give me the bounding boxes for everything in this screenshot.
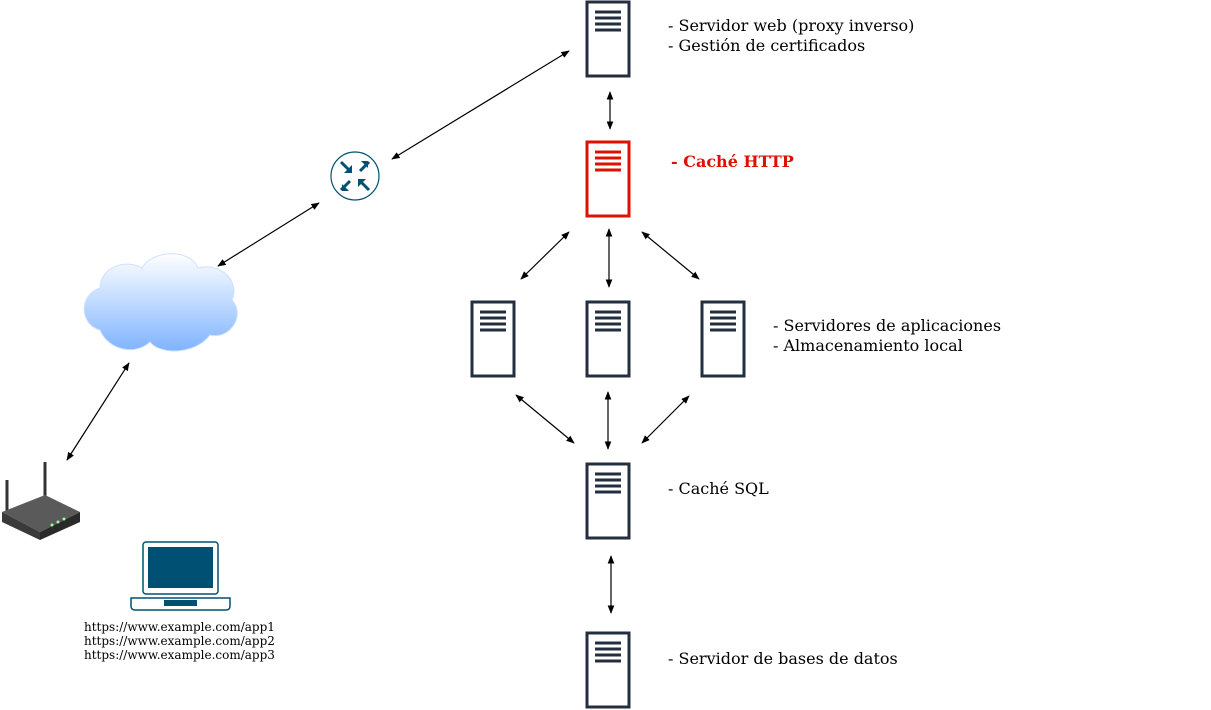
url-app3: https://www.example.com/app3 — [84, 648, 275, 662]
arrow-cache-app-right — [641, 231, 700, 280]
server-icon — [585, 300, 631, 378]
url-app1: https://www.example.com/app1 — [84, 620, 275, 634]
cloud-icon — [83, 253, 238, 352]
server-app-right — [700, 300, 746, 378]
arrow-cache-app-left — [520, 231, 570, 280]
connections — [66, 50, 700, 614]
wifi-router-icon — [2, 462, 80, 540]
arrow-cloud-wifi — [66, 362, 130, 461]
label-web-server-line1: - Servidor web (proxy inverso) — [668, 16, 915, 35]
server-icon — [585, 462, 631, 540]
arrow-router-cloud — [217, 202, 320, 267]
arrow-app-left-sqlcache — [515, 394, 575, 444]
server-web — [585, 0, 631, 78]
label-app-servers-line1: - Servidores de aplicaciones — [773, 316, 1002, 335]
server-icon — [700, 300, 746, 378]
server-database — [585, 631, 631, 709]
label-http-cache: - Caché HTTP — [671, 152, 794, 171]
url-app2: https://www.example.com/app2 — [84, 634, 275, 648]
server-icon — [585, 0, 631, 78]
arrow-app-right-sqlcache — [641, 395, 690, 444]
router-icon — [330, 151, 380, 201]
label-app-servers-line2: - Almacenamiento local — [773, 336, 963, 355]
label-app-servers: - Servidores de aplicaciones - Almacenam… — [773, 316, 1001, 356]
server-icon — [585, 140, 631, 218]
label-db-server: - Servidor de bases de datos — [668, 649, 898, 668]
label-web-server-line2: - Gestión de certificados — [668, 36, 866, 55]
server-sql-cache — [585, 462, 631, 540]
url-list: https://www.example.com/app1 https://www… — [84, 620, 275, 662]
arrow-web-router — [391, 50, 570, 160]
server-icon — [470, 300, 516, 378]
laptop-icon — [130, 541, 231, 611]
server-icon — [585, 631, 631, 709]
server-app-center — [585, 300, 631, 378]
label-web-server: - Servidor web (proxy inverso) - Gestión… — [668, 16, 914, 56]
server-app-left — [470, 300, 516, 378]
label-sql-cache: - Caché SQL — [668, 479, 769, 498]
server-http-cache — [585, 140, 631, 218]
